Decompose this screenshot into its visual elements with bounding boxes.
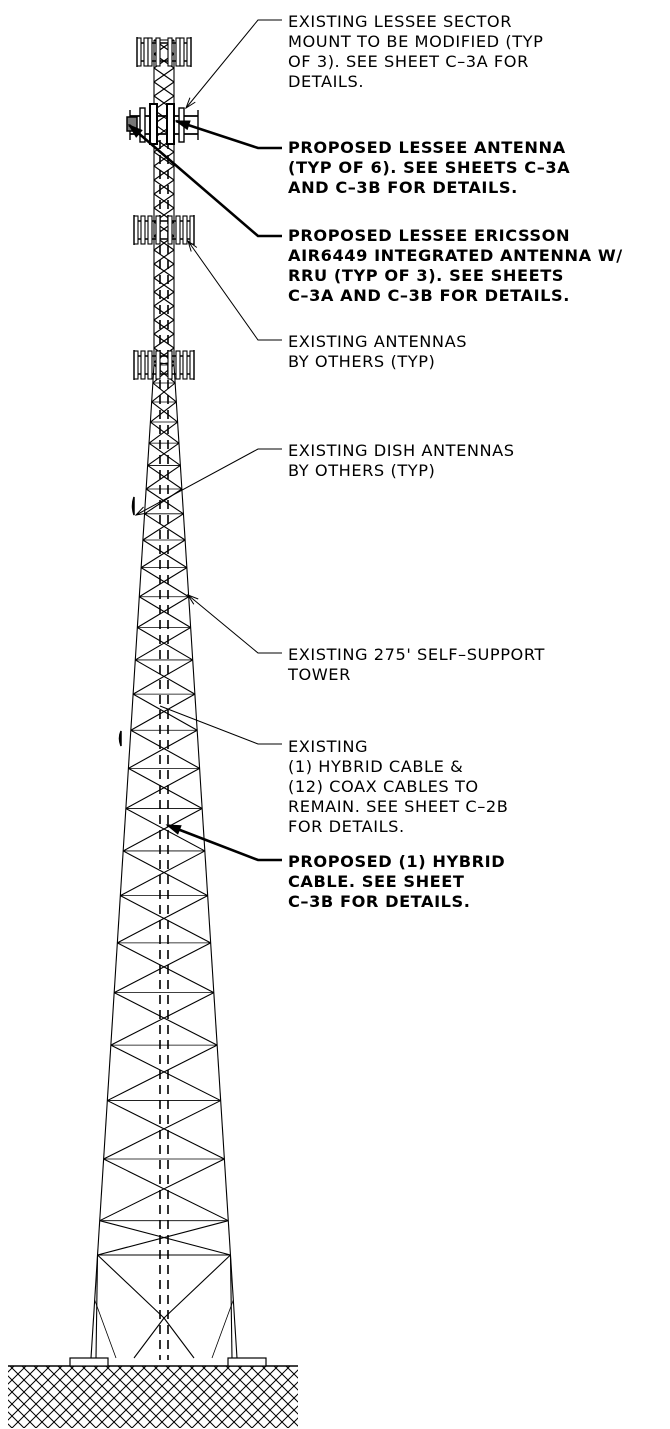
antenna-array — [136, 37, 192, 67]
note-existing-cables: EXISTING(1) HYBRID CABLE &(12) COAX CABL… — [288, 737, 668, 837]
proposed-antennas — [139, 103, 185, 145]
lattice-tower — [90, 39, 238, 1359]
foundation-pads — [69, 1357, 267, 1367]
note-line: RRU (TYP OF 3). SEE SHEETS — [288, 266, 565, 285]
leader-line — [184, 19, 282, 110]
note-line: (1) HYBRID CABLE & — [288, 757, 464, 776]
leader-line — [187, 239, 282, 341]
note-line: EXISTING 275' SELF–SUPPORT — [288, 645, 545, 664]
note-line: EXISTING ANTENNAS — [288, 332, 468, 351]
note-line: PROPOSED LESSEE ERICSSON — [288, 226, 571, 245]
note-line: EXISTING LESSEE SECTOR — [288, 12, 513, 31]
cable-runs — [159, 140, 169, 1360]
note-line: AIR6449 INTEGRATED ANTENNA W/ — [288, 246, 623, 265]
dish-antennas — [118, 496, 135, 747]
leader-line — [127, 123, 282, 238]
note-line: C–3B FOR DETAILS. — [288, 892, 471, 911]
leader-line — [134, 448, 282, 516]
note-line: EXISTING — [288, 737, 369, 756]
note-line: OF 3). SEE SHEET C–3A FOR — [288, 52, 529, 71]
note-line: C–3A AND C–3B FOR DETAILS. — [288, 286, 570, 305]
note-line: TOWER — [288, 665, 351, 684]
note-line: PROPOSED (1) HYBRID — [288, 852, 506, 871]
note-line: AND C–3B FOR DETAILS. — [288, 178, 518, 197]
leader-line — [165, 823, 282, 862]
leader-line — [174, 119, 282, 150]
note-line: FOR DETAILS. — [288, 817, 405, 836]
ericsson-air6449-unit — [126, 116, 138, 132]
note-line: CABLE. SEE SHEET — [288, 872, 465, 891]
leader-line — [186, 593, 282, 654]
note-proposed-antenna: PROPOSED LESSEE ANTENNA(TYP OF 6). SEE S… — [288, 138, 668, 198]
note-line: (TYP OF 6). SEE SHEETS C–3A — [288, 158, 571, 177]
antenna-array — [133, 215, 195, 245]
antenna-array — [133, 350, 195, 380]
note-line: BY OTHERS (TYP) — [288, 352, 436, 371]
note-line: MOUNT TO BE MODIFIED (TYP — [288, 32, 544, 51]
note-line: BY OTHERS (TYP) — [288, 461, 436, 480]
callout-leaders — [127, 19, 282, 862]
note-line: (12) COAX CABLES TO — [288, 777, 479, 796]
note-line: DETAILS. — [288, 72, 365, 91]
leader-line — [159, 705, 282, 745]
note-line: REMAIN. SEE SHEET C–2B — [288, 797, 509, 816]
note-line: PROPOSED LESSEE ANTENNA — [288, 138, 566, 157]
ground-hatch — [8, 1365, 298, 1428]
note-line: EXISTING DISH ANTENNAS — [288, 441, 515, 460]
